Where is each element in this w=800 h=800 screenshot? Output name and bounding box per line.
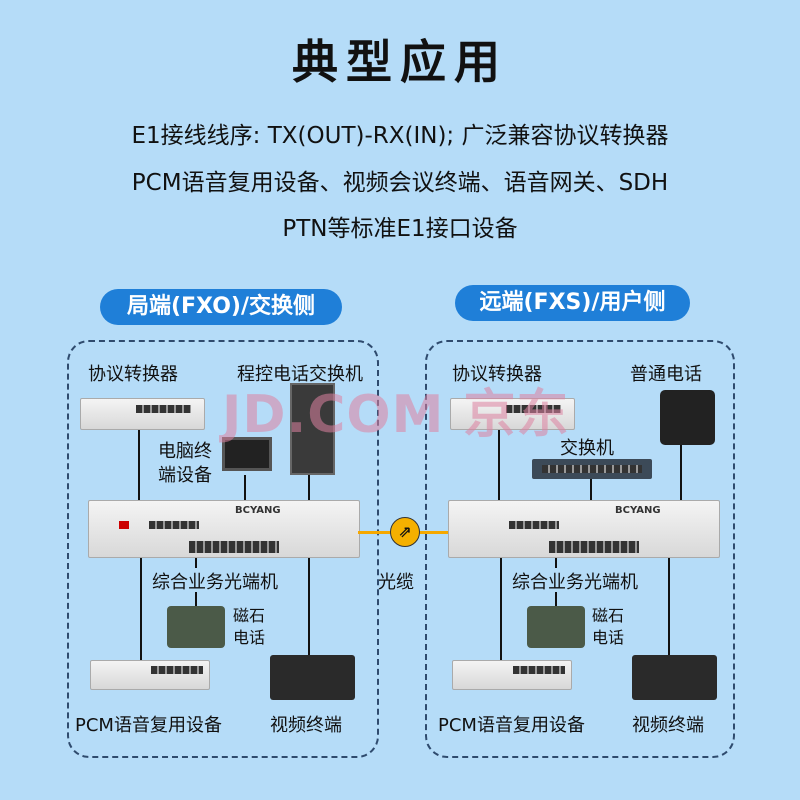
intro-line-3: PTN等标准E1接口设备 bbox=[282, 216, 518, 242]
watermark: JD.COM 京东 bbox=[222, 385, 570, 445]
left-main-label: 综合业务光端机 bbox=[152, 572, 278, 593]
pc-label-1: 电脑终 bbox=[158, 441, 212, 462]
right-video-label: 视频终端 bbox=[632, 715, 704, 736]
right-pcm-label: PCM语音复用设备 bbox=[438, 715, 585, 736]
pbx-label: 程控电话交换机 bbox=[237, 364, 363, 385]
pc-label-2: 端设备 bbox=[158, 465, 212, 486]
left-pcm-label: PCM语音复用设备 bbox=[75, 715, 222, 736]
phone-label: 普通电话 bbox=[630, 364, 702, 385]
fiber-arrows-icon: ⇗ bbox=[390, 517, 420, 547]
left-magneto-label: 磁石电话 bbox=[233, 605, 265, 649]
left-group-box bbox=[67, 340, 379, 758]
right-protocol-converter-device bbox=[450, 398, 575, 430]
right-main-label: 综合业务光端机 bbox=[512, 572, 638, 593]
right-group-box bbox=[425, 340, 735, 758]
left-video-label: 视频终端 bbox=[270, 715, 342, 736]
left-converter-label: 协议转换器 bbox=[88, 364, 178, 385]
left-magneto-label-2: 电话 bbox=[233, 628, 266, 647]
brand-logo: BCYANG bbox=[235, 505, 281, 516]
brand-logo-right: BCYANG bbox=[615, 505, 661, 516]
left-optical-terminal-device: BCYANG bbox=[88, 500, 360, 558]
computer-device bbox=[222, 437, 272, 471]
page-title: 典型应用 bbox=[292, 35, 508, 89]
right-pcm-device bbox=[452, 660, 572, 690]
left-video-terminal-device bbox=[270, 655, 355, 700]
right-magneto-label: 磁石电话 bbox=[592, 605, 624, 649]
left-header: 局端(FXO)/交换侧 bbox=[100, 289, 342, 325]
pbx-rack-device bbox=[290, 383, 335, 475]
right-converter-label: 协议转换器 bbox=[452, 364, 542, 385]
right-magneto-label-1: 磁石 bbox=[592, 606, 625, 625]
right-optical-terminal-device: BCYANG bbox=[448, 500, 720, 558]
right-magneto-label-2: 电话 bbox=[592, 628, 625, 647]
switch-label: 交换机 bbox=[560, 438, 614, 459]
intro-line-1: E1接线线序: TX(OUT)-RX(IN); 广泛兼容协议转换器 bbox=[131, 123, 669, 149]
cable-label: 光缆 bbox=[378, 572, 414, 593]
right-header: 远端(FXS)/用户侧 bbox=[455, 285, 690, 321]
right-video-terminal-device bbox=[632, 655, 717, 700]
network-switch-device bbox=[532, 459, 652, 479]
protocol-converter-device bbox=[80, 398, 205, 430]
left-magneto-label-1: 磁石 bbox=[233, 606, 266, 625]
left-magneto-phone-device bbox=[167, 606, 225, 648]
right-magneto-phone-device bbox=[527, 606, 585, 648]
left-pcm-device bbox=[90, 660, 210, 690]
pc-label: 电脑终端设备 bbox=[158, 440, 212, 488]
intro-line-2: PCM语音复用设备、视频会议终端、语音网关、SDH bbox=[131, 170, 669, 196]
telephone-device bbox=[660, 390, 715, 445]
